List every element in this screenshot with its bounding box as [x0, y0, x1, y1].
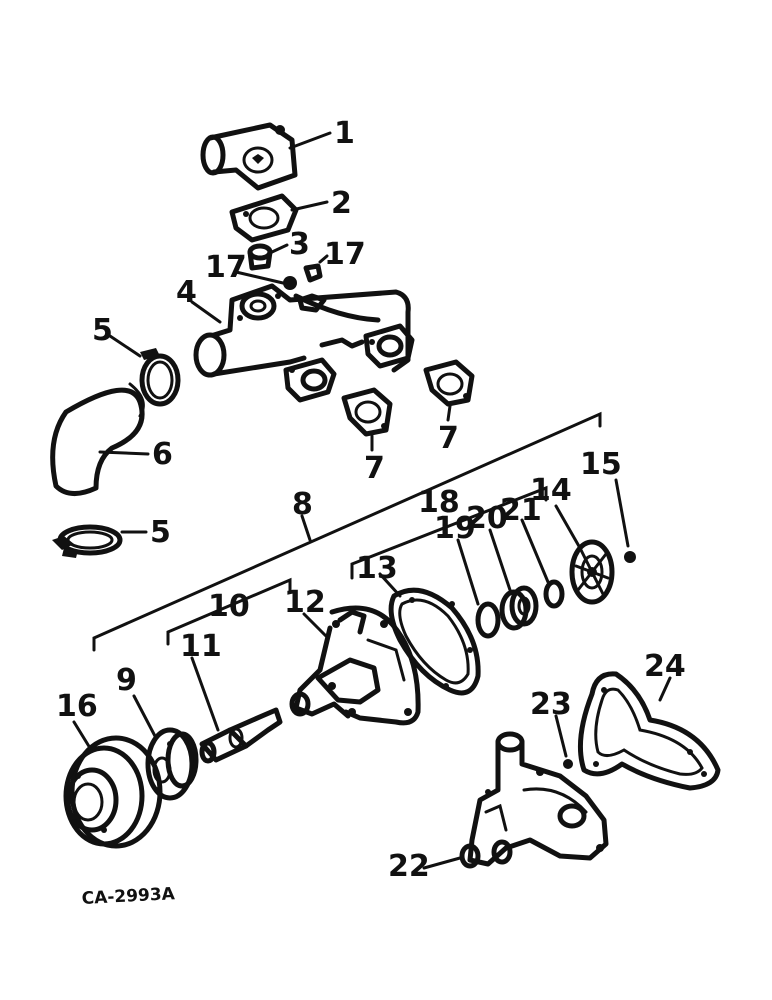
- callout-3: 3: [289, 227, 310, 262]
- callout-10: 10: [208, 589, 250, 624]
- leader-17a: [234, 270, 285, 285]
- part-rear-cover: [459, 731, 609, 869]
- leader-17b: [318, 254, 329, 264]
- part-impeller: [569, 539, 615, 605]
- bracket-10: [166, 577, 292, 646]
- leader-23: [554, 714, 568, 758]
- callout-5b: 5: [150, 515, 171, 550]
- part-hose-clamp-upper: [139, 348, 181, 407]
- callout-22: 22: [388, 849, 430, 884]
- part-body-gasket: [388, 587, 481, 696]
- callout-4: 4: [176, 275, 197, 310]
- callout-9: 9: [116, 663, 137, 698]
- part-plug-right: [303, 263, 323, 283]
- leader-11: [190, 656, 220, 732]
- part-plug-small: [563, 759, 573, 769]
- callout-20: 20: [466, 501, 508, 536]
- part-water-manifold: [193, 283, 415, 403]
- leader-6: [98, 450, 150, 456]
- leader-12: [302, 612, 328, 638]
- leader-16: [72, 720, 92, 750]
- part-gasket-left: [341, 387, 393, 437]
- callout-17a: 17: [205, 250, 247, 285]
- part-pump-body: [289, 605, 421, 726]
- leader-24: [658, 676, 672, 702]
- leader-20: [488, 528, 512, 592]
- callout-6: 6: [152, 437, 173, 472]
- leader-14: [554, 504, 582, 550]
- part-plug-left: [283, 276, 297, 290]
- part-hose-clamp-lower: [52, 524, 123, 558]
- leader-1: [288, 131, 332, 150]
- callout-7a: 7: [364, 451, 385, 486]
- part-thermostat: [247, 243, 273, 271]
- part-seal-ring: [543, 579, 565, 609]
- leader-7b: [446, 404, 452, 422]
- callout-7b: 7: [438, 421, 459, 456]
- leader-13: [378, 572, 402, 598]
- callout-24: 24: [644, 649, 686, 684]
- part-thermostat-housing: [200, 122, 298, 191]
- callout-19: 19: [434, 511, 476, 546]
- part-o-ring: [475, 601, 501, 639]
- callout-12: 12: [284, 585, 326, 620]
- part-hose: [50, 382, 145, 496]
- leader-3: [270, 243, 289, 254]
- leader-21: [520, 518, 550, 584]
- leader-4: [190, 300, 222, 324]
- part-cover-gasket: [577, 671, 721, 791]
- callout-17b: 17: [324, 237, 366, 272]
- callout-11: 11: [180, 629, 222, 664]
- callout-2: 2: [331, 186, 352, 221]
- leader-22: [422, 856, 462, 870]
- callout-13: 13: [356, 551, 398, 586]
- callout-5a: 5: [92, 313, 113, 348]
- part-seal-assembly: [499, 585, 539, 631]
- part-gasket-right: [423, 359, 475, 407]
- callout-23: 23: [530, 687, 572, 722]
- callout-15: 15: [580, 447, 622, 482]
- part-retaining-screw: [624, 551, 636, 563]
- callout-16: 16: [56, 689, 98, 724]
- callout-14: 14: [530, 473, 572, 508]
- leader-15: [614, 478, 630, 548]
- leader-9: [132, 694, 158, 740]
- callout-8: 8: [292, 487, 313, 522]
- leader-5a: [108, 334, 142, 358]
- callout-18: 18: [418, 485, 460, 520]
- callout-21: 21: [500, 493, 542, 528]
- bracket-8: [92, 411, 602, 652]
- drawing-code: CA-2993A: [81, 884, 176, 909]
- part-pulley: [63, 735, 163, 849]
- bracket-18: [350, 485, 548, 580]
- part-shaft: [199, 707, 283, 764]
- callout-1: 1: [334, 116, 355, 151]
- leader-19: [456, 538, 480, 606]
- part-gasket-top: [229, 193, 299, 243]
- leader-2: [290, 200, 329, 212]
